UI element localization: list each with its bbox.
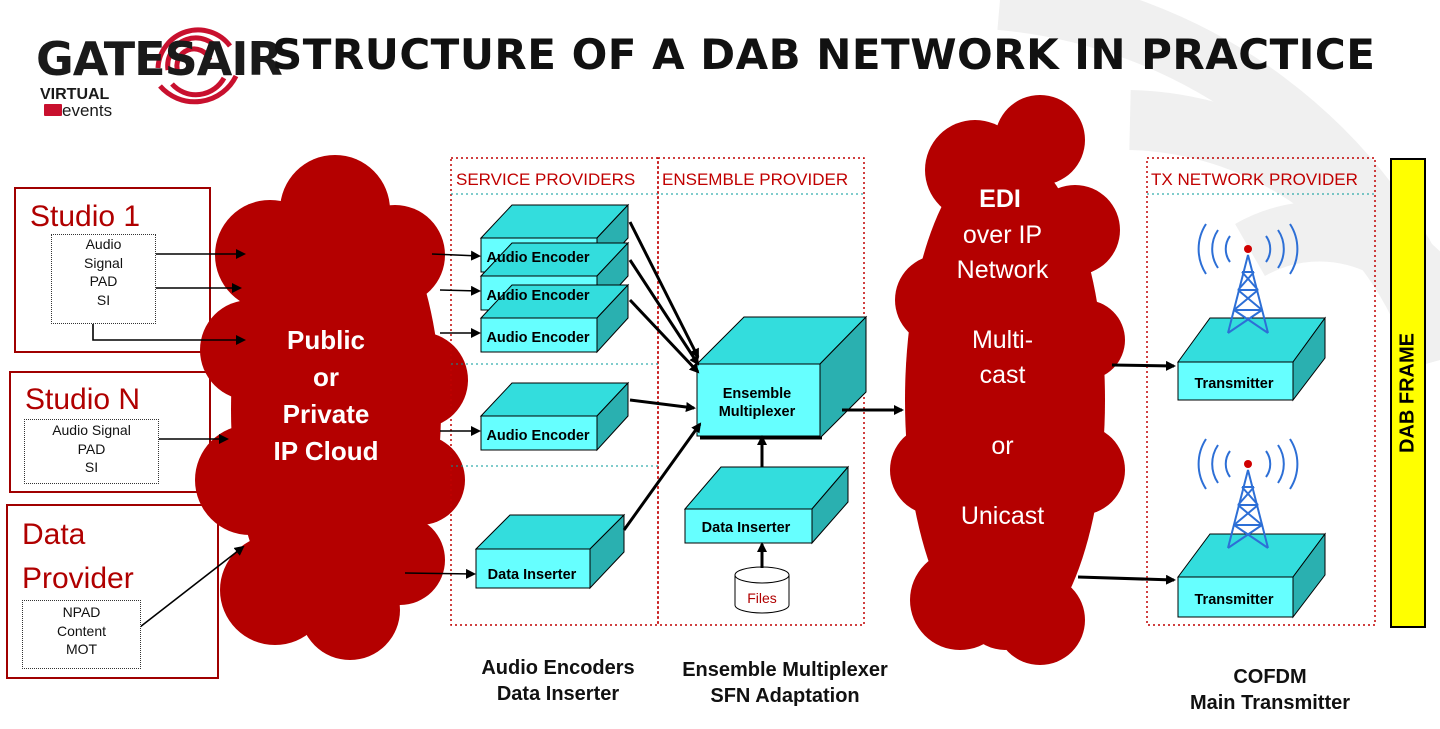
edi-line-or: or <box>991 432 1014 460</box>
caption-ensemble-line: SFN Adaptation <box>710 685 860 707</box>
tower-icon-1 <box>1197 223 1299 334</box>
dab-frame-bar: DAB FRAME <box>1390 158 1426 628</box>
data-provider-item: NPAD <box>62 604 101 620</box>
audio-encoder-box-4 <box>479 381 630 452</box>
transmitter-label-1: Transmitter <box>1195 376 1274 392</box>
studio-n-item: PAD <box>77 440 106 457</box>
studio-1-item: Audio <box>85 236 122 252</box>
caption-ensemble-line: Ensemble Multiplexer <box>682 659 888 681</box>
data-provider-title-line1: Data <box>22 518 86 551</box>
edi-line-cast: cast <box>979 361 1026 389</box>
edi-cloud <box>890 95 1125 665</box>
studio-1-item: SI <box>96 291 111 308</box>
service-providers-region <box>450 157 659 626</box>
data-inserter-box-1 <box>474 513 626 590</box>
studio-n-signals: Audio Signal PAD SI <box>24 419 159 484</box>
studio-1-frame <box>14 187 211 353</box>
edi-title: EDI <box>979 185 1021 213</box>
studio-1-item: PAD <box>89 273 118 289</box>
caption-service-line: Data Inserter <box>496 683 620 705</box>
ensemble-provider-label: ENSEMBLE PROVIDER <box>662 170 849 189</box>
ensemble-label-1: Ensemble <box>723 386 792 402</box>
caption-service-line: Audio Encoders <box>481 657 635 679</box>
caption-tx-line: COFDM <box>1233 666 1307 688</box>
audio-encoder-label-3: Audio Encoder <box>486 330 589 346</box>
data-provider-title-line2: Provider <box>22 562 134 595</box>
caption-tx-line: Main Transmitter <box>1189 692 1351 714</box>
audio-encoder-label-2: Audio Encoder <box>486 288 589 304</box>
transmitter-box-2 <box>1177 532 1326 619</box>
ensemble-label-2: Multiplexer <box>719 404 796 420</box>
caption-tx: COFDM Main Transmitter <box>1160 664 1380 716</box>
studio-n-frame <box>9 371 211 493</box>
data-provider-item: MOT <box>65 641 98 657</box>
audio-encoder-label-1: Audio Encoder <box>486 250 589 266</box>
logo-virtual: VIRTUAL <box>40 86 110 103</box>
logo-events: events <box>62 101 113 120</box>
ip-cloud-line: Public <box>286 325 365 355</box>
data-inserter-label-1: Data Inserter <box>488 567 577 583</box>
studio-n-title: Studio N <box>25 383 141 416</box>
ip-cloud-line: Private <box>282 399 370 429</box>
data-inserter-label-2: Data Inserter <box>702 520 791 536</box>
studio-1-signals: Audio Signal PAD SI <box>51 234 156 324</box>
gatesair-logo-icon <box>155 27 239 105</box>
data-provider-signals: NPAD Content MOT <box>22 600 141 669</box>
edi-line-network: Network <box>956 256 1049 284</box>
page-title: STRUCTURE OF A DAB NETWORK IN PRACTICE <box>272 30 1376 79</box>
transmitter-box-1 <box>1177 316 1326 402</box>
studio-1-item: Signal <box>84 254 123 271</box>
logo-wordmark: GATESAIR <box>36 32 283 86</box>
studio-1-title: Studio 1 <box>30 200 141 233</box>
caption-ensemble: Ensemble Multiplexer SFN Adaptation <box>660 657 910 709</box>
dab-frame-label: DAB FRAME <box>1396 333 1419 453</box>
service-providers-label: SERVICE PROVIDERS <box>456 170 636 189</box>
tx-network-provider-label: TX NETWORK PROVIDER <box>1151 170 1358 189</box>
data-provider-item: Content <box>56 622 107 639</box>
transmitter-label-2: Transmitter <box>1195 592 1274 608</box>
audio-encoder-box-3 <box>479 283 630 354</box>
studio-n-item: SI <box>84 459 99 475</box>
audio-encoder-label-4: Audio Encoder <box>486 428 589 444</box>
data-inserter-box-2 <box>683 465 850 545</box>
ensemble-provider-region <box>657 157 865 626</box>
tx-network-provider-region <box>1146 157 1376 626</box>
caption-service: Audio Encoders Data Inserter <box>458 655 658 707</box>
tower-icon-2 <box>1197 438 1299 549</box>
data-provider-frame <box>6 504 219 679</box>
ensemble-multiplexer-box <box>695 315 868 440</box>
monitor-icon <box>44 104 62 116</box>
edi-line-unicast: Unicast <box>960 502 1045 530</box>
ip-cloud-text: Public or Private IP Cloud <box>246 322 406 470</box>
studio-n-item: Audio Signal <box>52 422 131 438</box>
edi-line-multi: Multi- <box>971 326 1034 354</box>
ip-cloud-line: IP Cloud <box>273 436 379 466</box>
ip-cloud-line: or <box>313 362 339 392</box>
ip-cloud <box>195 155 468 660</box>
edi-line-over-ip: over IP <box>962 221 1043 249</box>
files-label: Files <box>747 590 777 606</box>
